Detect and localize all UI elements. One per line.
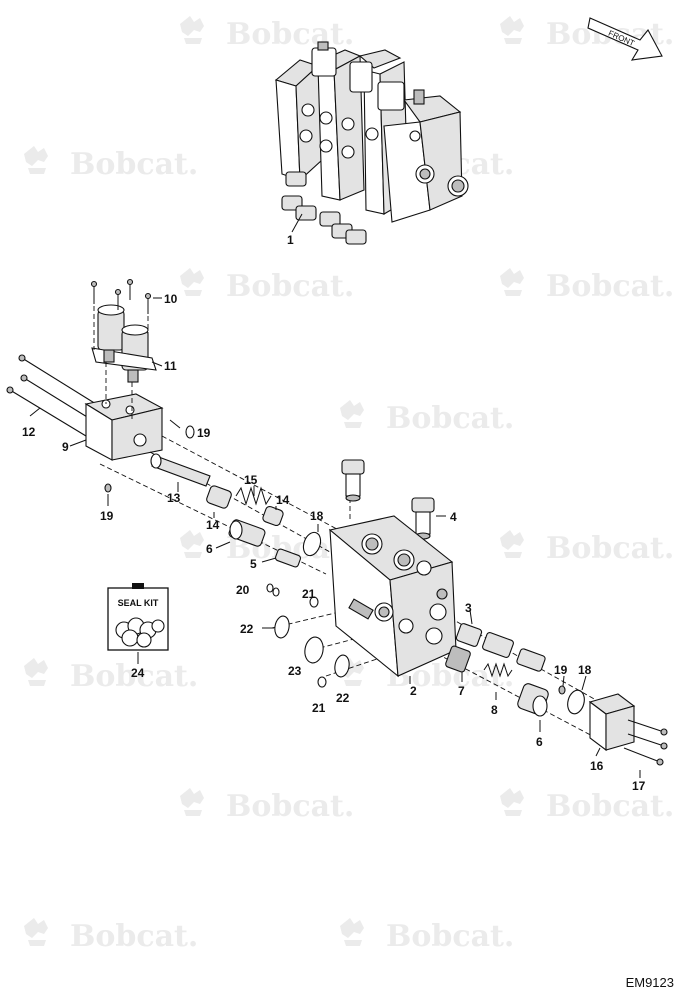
right-side-components: 3 7 8 6 <box>445 601 549 749</box>
valve-assembly-complete: 1 <box>274 41 469 247</box>
callout-13: 13 <box>167 491 181 505</box>
callout-4: 4 <box>450 510 457 524</box>
callout-3: 3 <box>465 601 472 615</box>
callout-6-left: 6 <box>206 542 213 556</box>
callout-18-right: 18 <box>578 663 592 677</box>
seal-kit-box: SEAL KIT 24 <box>107 583 169 680</box>
watermark-text: Bobcat. <box>70 659 198 694</box>
o-ring-18-top: 18 <box>302 509 324 557</box>
watermark-text: Bobcat. <box>546 531 674 566</box>
o-rings-right: 19 18 <box>554 663 592 715</box>
callout-10: 10 <box>164 292 178 306</box>
callout-24: 24 <box>131 666 145 680</box>
o-ring-small-inlet: 19 19 <box>100 419 211 523</box>
callout-16: 16 <box>590 759 604 773</box>
callout-5: 5 <box>250 557 257 571</box>
callout-15: 15 <box>244 473 258 487</box>
callout-23: 23 <box>288 664 302 678</box>
watermark: Bobcat. <box>500 268 674 304</box>
bobcat-logo-icon <box>24 146 48 174</box>
watermark: Bobcat. <box>500 530 674 566</box>
bobcat-logo-icon <box>180 788 204 816</box>
callout-11: 11 <box>164 359 177 373</box>
callout-22-bottom: 22 <box>336 691 350 705</box>
bobcat-logo-icon <box>180 530 204 558</box>
watermark: Bobcat. <box>24 658 198 694</box>
check-poppet: 5 <box>250 548 302 571</box>
callout-19-right: 19 <box>554 663 568 677</box>
watermark: Bobcat. <box>500 788 674 824</box>
bobcat-logo-icon <box>24 918 48 946</box>
relief-cartridge-left: 6 <box>206 519 266 556</box>
bobcat-logo-icon <box>500 268 524 296</box>
valve-section-body: 2 <box>328 515 457 698</box>
watermark-text: Bobcat. <box>546 789 674 824</box>
watermark: Bobcat. <box>24 146 198 182</box>
spool: 13 <box>150 453 211 505</box>
watermark: Bobcat. <box>180 268 354 304</box>
callout-19-lower: 19 <box>100 509 114 523</box>
callout-21-bottom: 21 <box>312 701 326 715</box>
watermark-text: Bobcat. <box>226 789 354 824</box>
bobcat-logo-icon <box>24 658 48 686</box>
watermark: Bobcat. <box>340 400 514 436</box>
watermark: Bobcat. <box>340 918 514 954</box>
bobcat-logo-icon <box>180 268 204 296</box>
callout-6-right: 6 <box>536 735 543 749</box>
watermark-text: Bobcat. <box>386 401 514 436</box>
watermark-text: Bobcat. <box>226 269 354 304</box>
bobcat-logo-icon <box>180 16 204 44</box>
watermark-text: Bobcat. <box>70 919 198 954</box>
callout-9: 9 <box>62 440 69 454</box>
seal-kit-label: SEAL KIT <box>118 598 159 608</box>
callout-12: 12 <box>22 425 36 439</box>
solenoid-coils <box>91 304 157 383</box>
bobcat-logo-icon <box>500 788 524 816</box>
callout-20: 20 <box>236 583 250 597</box>
callout-8: 8 <box>491 703 498 717</box>
bobcat-logo-icon <box>500 530 524 558</box>
callout-19-inlet: 19 <box>197 426 211 440</box>
bobcat-logo-icon <box>500 16 524 44</box>
watermark-text: Bobcat. <box>386 919 514 954</box>
callout-18-top: 18 <box>310 509 324 523</box>
callout-7: 7 <box>458 684 465 698</box>
callout-1: 1 <box>287 233 294 247</box>
inlet-block: 9 <box>62 393 164 461</box>
callout-21-top: 21 <box>302 587 316 601</box>
watermark-text: Bobcat. <box>70 147 198 182</box>
watermark: Bobcat. <box>180 788 354 824</box>
callout-14-right: 14 <box>276 493 290 507</box>
watermark: Bobcat. <box>180 16 354 52</box>
bobcat-logo-icon <box>340 400 364 428</box>
end-cap-bolts: 17 <box>623 719 668 793</box>
watermark: Bobcat. <box>24 918 198 954</box>
o-rings-small: 20 21 22 23 21 22 <box>236 583 350 715</box>
document-id: EM9123 <box>625 975 674 990</box>
mounting-screws: 10 11 <box>90 278 178 373</box>
callout-14-left: 14 <box>206 518 220 532</box>
end-cap: 16 <box>588 693 636 773</box>
watermark-text: Bobcat. <box>546 269 674 304</box>
spring-retainer-set: 15 14 14 <box>206 473 290 532</box>
watermark-text: Bobcat. <box>226 17 354 52</box>
callout-2: 2 <box>410 684 417 698</box>
callout-22-left: 22 <box>240 622 254 636</box>
bobcat-logo-icon <box>340 918 364 946</box>
long-bolts: 12 <box>6 354 97 439</box>
callout-17: 17 <box>632 779 646 793</box>
